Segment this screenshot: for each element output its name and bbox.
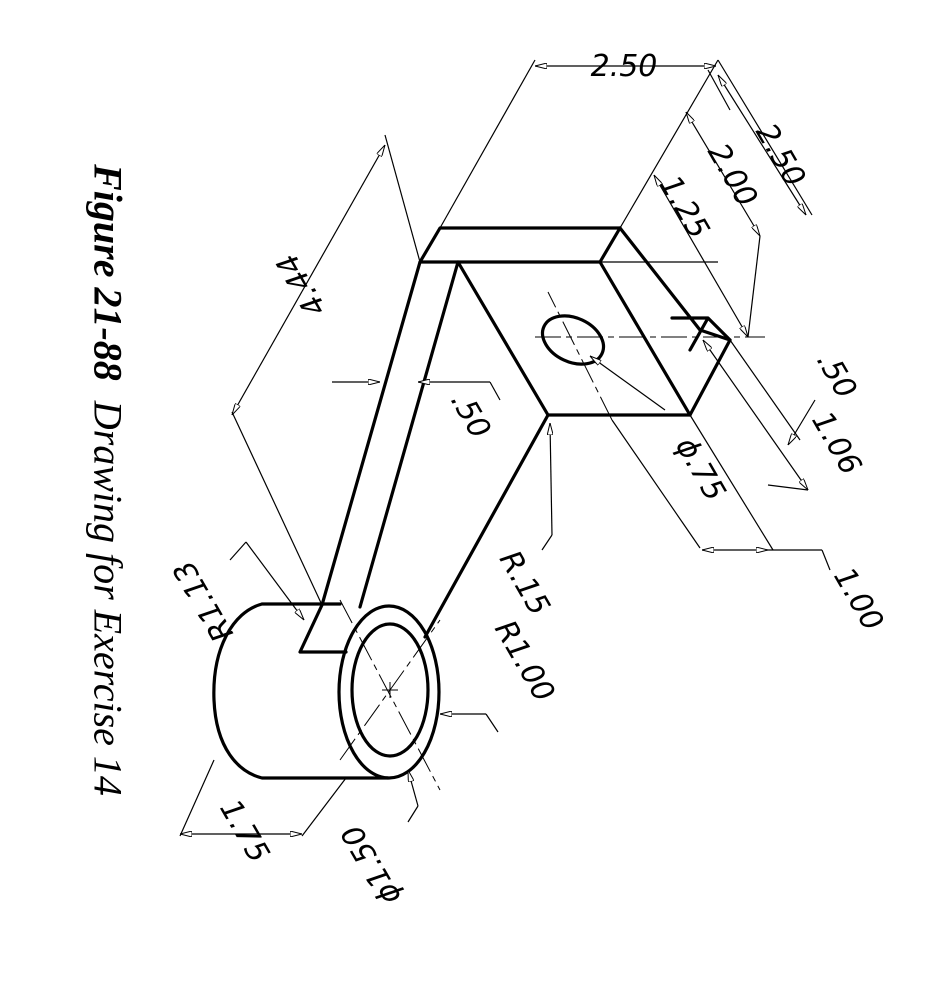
figure-caption: Figure 21-88 Drawing for Exercise 14 [85, 164, 132, 796]
dim-0-50-arm: .50 [443, 386, 497, 445]
center-lines [339, 291, 765, 791]
block-hole [540, 314, 606, 366]
dim-r-0-15: R.15 [492, 545, 557, 622]
dim-2-00: 2.00 [700, 138, 764, 213]
figure-caption-text: Drawing for Exercise 14 [85, 400, 131, 796]
dim-r-1-00: R1.00 [487, 615, 561, 708]
dim-1-75: 1.75 [212, 794, 276, 869]
figure-number: Figure 21-88 [85, 164, 131, 381]
arm-outline [298, 260, 550, 654]
dim-1-00: 1.00 [826, 562, 890, 637]
dim-4-44: 4.44 [270, 247, 334, 322]
dim-2-50-side: 2.50 [748, 118, 812, 193]
cylinder-inner-ellipse [350, 622, 430, 758]
dim-0-50-side: .50 [809, 346, 863, 405]
dim-dia-0-75: ϕ.75 [668, 431, 732, 507]
dim-dia-1-50: ϕ1.50 [335, 819, 409, 911]
dim-1-25: 1.25 [652, 170, 716, 245]
dim-2-50-top: 2.50 [591, 49, 658, 84]
block-front-face [456, 260, 692, 417]
cylinder-outer-ellipse [337, 604, 441, 780]
cylinder-outline [212, 602, 390, 780]
block-top-face [418, 226, 622, 264]
dimension-labels: 2.50 2.50 2.00 1.25 .50 1.06 1.00 ϕ.75 4… [167, 49, 890, 911]
dim-r-1-13: R1.13 [167, 554, 241, 647]
block-notch [670, 316, 732, 352]
dimension-lines [179, 59, 831, 836]
dim-1-06: 1.06 [804, 406, 868, 481]
